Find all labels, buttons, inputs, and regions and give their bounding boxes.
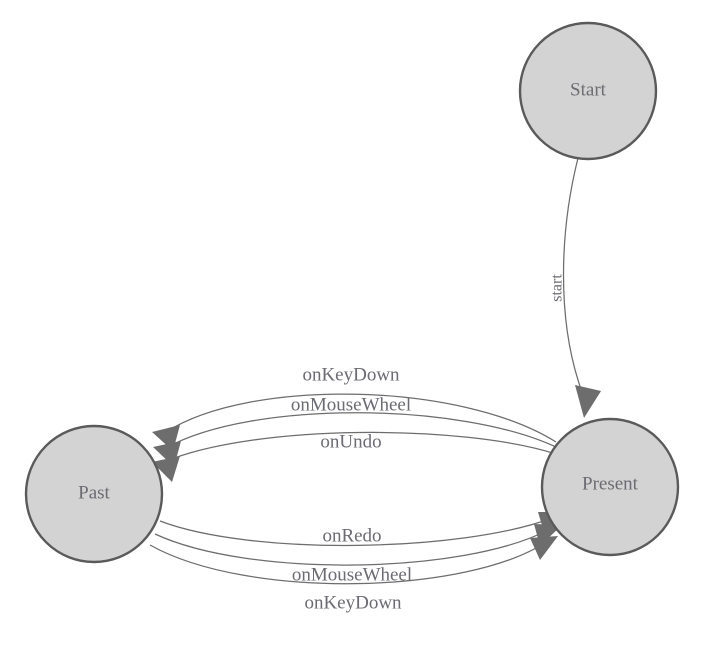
edge-label-present-past-keydown: onKeyDown xyxy=(302,364,400,385)
edge-past-to-present-redo-path xyxy=(159,517,553,547)
edge-past-to-present-redo[interactable]: onRedo xyxy=(159,512,565,547)
state-node-past-circle xyxy=(24,424,164,564)
state-node-past[interactable]: Past xyxy=(24,424,164,564)
edge-past-to-present-mousewheel-path xyxy=(154,529,549,566)
edge-present-to-past-undo-path xyxy=(163,431,557,463)
edge-present-to-past-mousewheel-path xyxy=(165,412,559,449)
edge-label-past-present-keydown: onKeyDown xyxy=(304,592,402,613)
edge-start-to-present[interactable]: start xyxy=(549,157,601,418)
edge-past-to-present-keydown[interactable]: onKeyDown xyxy=(149,536,558,613)
edge-past-to-present-keydown-path xyxy=(149,541,547,585)
edge-label-past-present-redo: onRedo xyxy=(322,525,381,546)
edge-start-to-present-path xyxy=(562,157,583,393)
edge-label-start: start xyxy=(549,274,566,302)
state-node-start-circle xyxy=(518,21,658,161)
edge-present-to-past-undo[interactable]: onUndo xyxy=(152,431,557,482)
state-node-start[interactable]: Start xyxy=(518,21,658,161)
state-node-start-label: Start xyxy=(570,79,607,100)
edge-label-present-past-mousewheel: onMouseWheel xyxy=(291,394,411,415)
state-node-present-circle xyxy=(540,417,680,557)
edge-present-to-past-keydown-path xyxy=(165,393,557,443)
edge-label-present-past-undo: onUndo xyxy=(320,431,381,452)
edge-past-to-present-keydown-arrowhead xyxy=(530,536,558,560)
state-node-present[interactable]: Present xyxy=(540,417,680,557)
edge-present-to-past-undo-arrowhead xyxy=(152,456,180,482)
state-node-present-label: Present xyxy=(582,473,639,494)
edge-start-to-present-arrowhead xyxy=(575,385,601,418)
edge-label-past-present-mousewheel: onMouseWheel xyxy=(292,564,412,585)
state-node-past-label: Past xyxy=(78,482,110,503)
